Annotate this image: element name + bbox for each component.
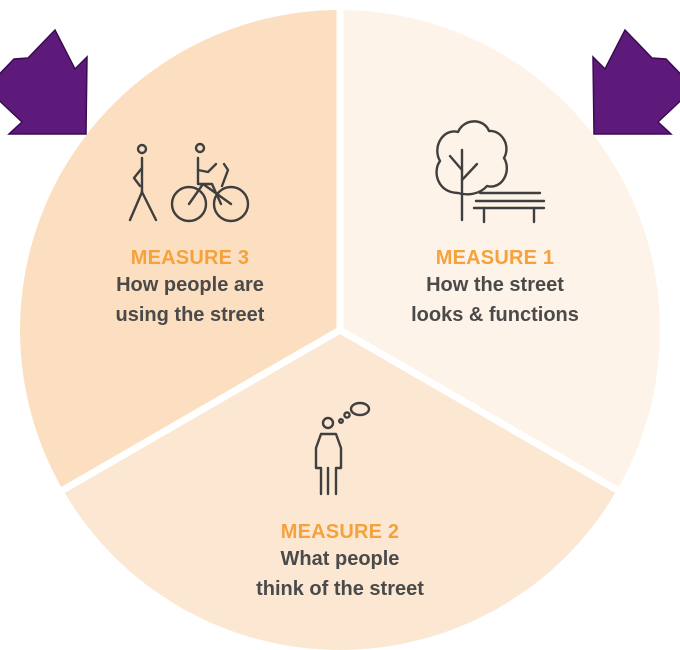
tree-icon <box>435 120 509 222</box>
segment-dividers <box>57 6 623 496</box>
measure-3-label-block: MEASURE 3 How people are using the stree… <box>70 246 310 330</box>
measure-1-label-block: MEASURE 1 How the street looks & functio… <box>370 246 620 330</box>
pedestrian-icon <box>128 143 158 222</box>
arrow-down-left-icon <box>592 28 680 135</box>
bench-icon <box>472 191 546 224</box>
measure-2-description-line-2: think of the street <box>256 578 424 600</box>
measure-3-description-line-2: using the street <box>115 304 265 326</box>
measure-3-title: MEASURE 3 <box>130 247 250 269</box>
measure-2-label-block: MEASURE 2 What people think of the stree… <box>210 520 470 604</box>
cyclist-icon <box>170 142 250 223</box>
measure-2-segment <box>62 330 618 650</box>
measure-1-description-line-1: How the street <box>426 274 564 296</box>
measure-1-description-line-2: looks & functions <box>411 304 579 326</box>
person-thinking-icon <box>314 401 371 496</box>
measure-2-title: MEASURE 2 <box>280 521 400 543</box>
measure-2-description-line-1: What people <box>280 548 400 570</box>
measure-1-title: MEASURE 1 <box>435 247 555 269</box>
measure-3-segment <box>20 10 340 490</box>
arrow-down-right-icon <box>0 28 88 135</box>
measure-3-description-line-1: How people are <box>116 274 264 296</box>
measure-1-segment <box>340 10 660 490</box>
